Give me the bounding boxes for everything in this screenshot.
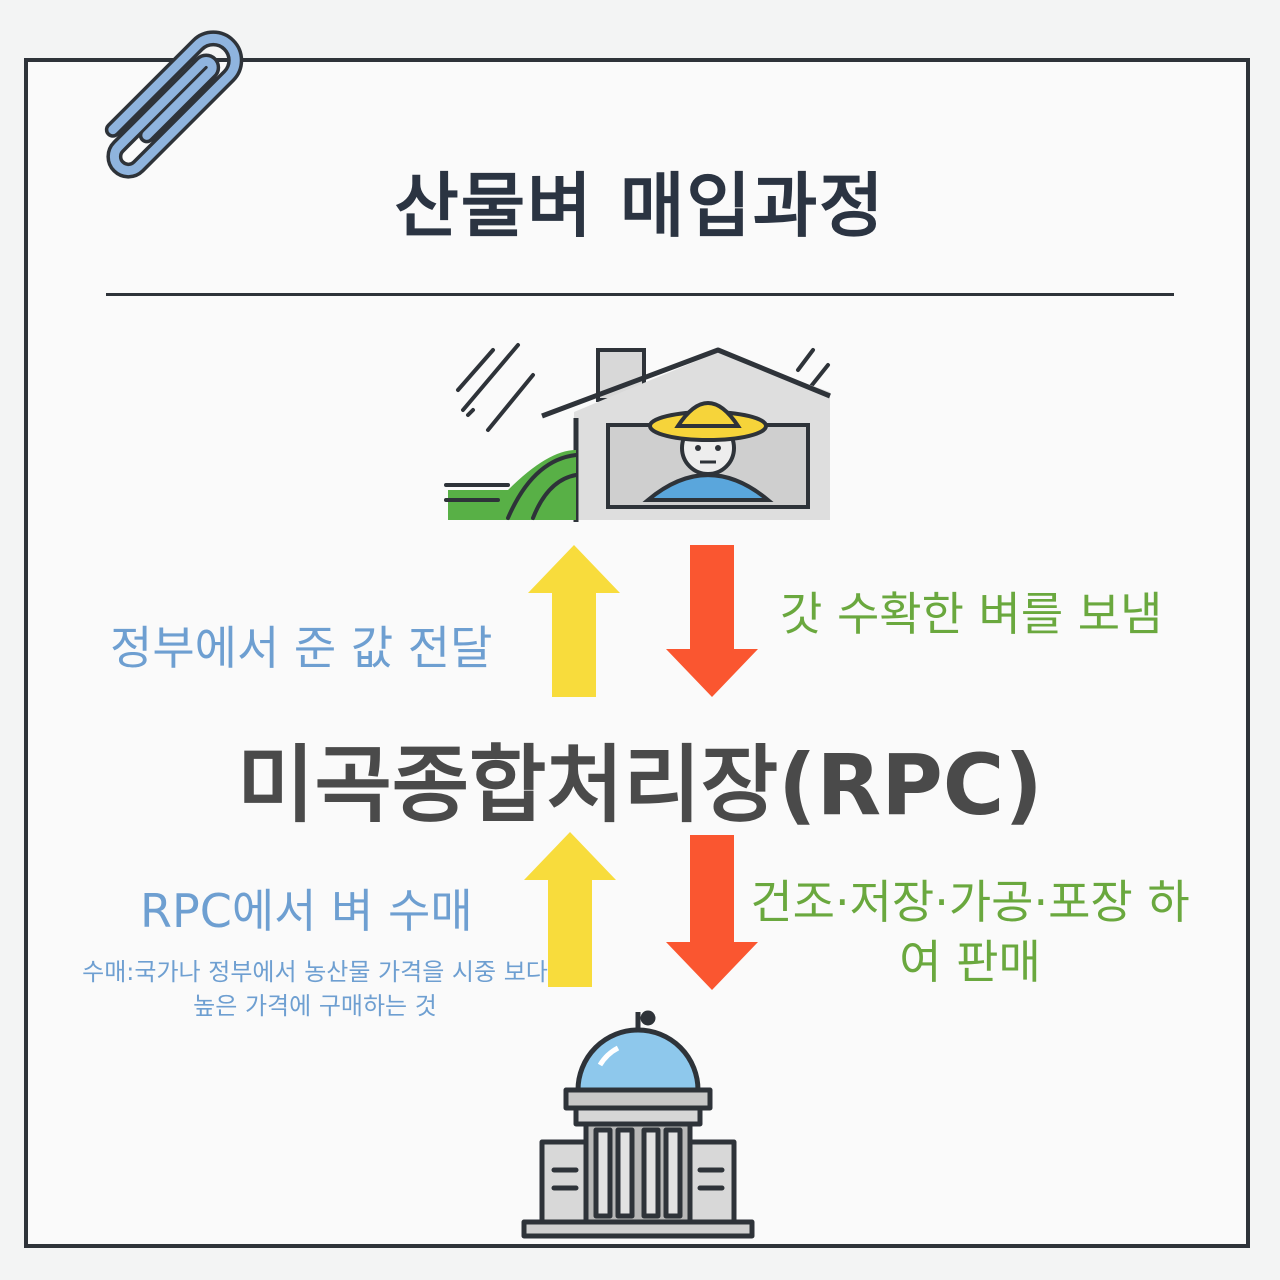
up-arrow-rpc-purchase — [524, 832, 616, 987]
down-arrow-harvest — [666, 545, 758, 697]
paperclip-icon — [104, 30, 244, 179]
down-arrow-processing — [666, 835, 758, 990]
label-purchase-definition: 수매:국가나 정부에서 농산물 가격을 시중 보다 높은 가격에 구매하는 것 — [82, 958, 548, 1020]
label-government-payment: 정부에서 준 값 전달 — [110, 621, 493, 675]
rpc-title: 미곡종합처리장(RPC) — [237, 736, 1043, 834]
label-rpc-purchase: RPC에서 벼 수매 — [140, 884, 473, 938]
farmer-house-icon — [444, 343, 831, 522]
up-arrow-payment — [528, 545, 620, 697]
page-title: 산물벼 매입과정 — [394, 165, 886, 247]
label-harvest-sent: 갓 수확한 벼를 보냄 — [780, 587, 1163, 641]
government-building-icon — [521, 1010, 755, 1239]
title-divider — [106, 293, 1174, 296]
label-processing-sale: 건조·저장·가공·포장 하여 판매 — [750, 875, 1190, 989]
